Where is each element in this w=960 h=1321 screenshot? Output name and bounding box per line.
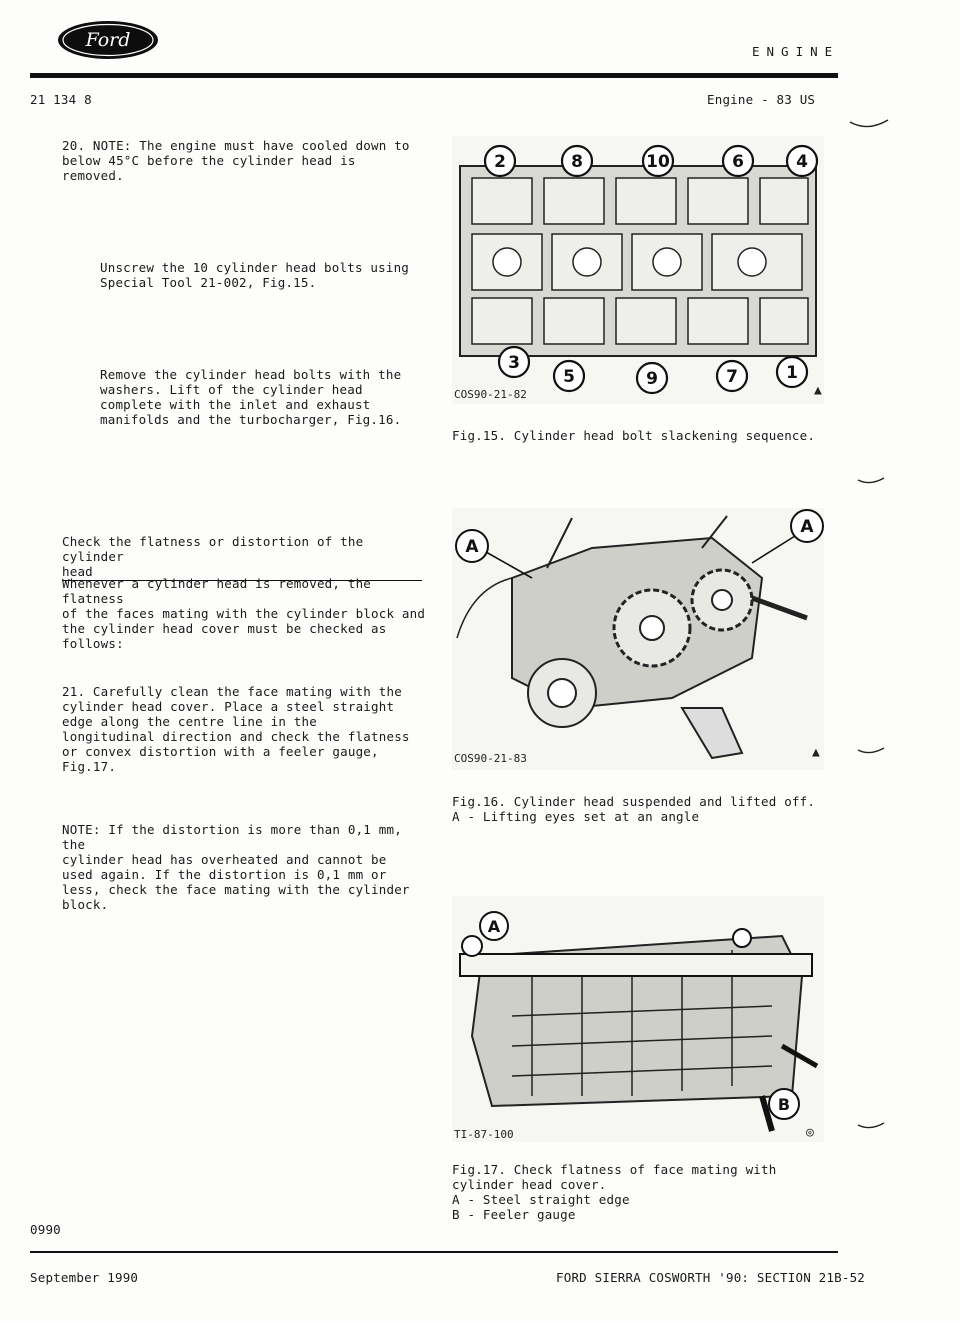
bolt-label: 9: [646, 369, 658, 389]
arrow-icon: ▲: [814, 383, 822, 398]
figure-ref: TI-87-100: [454, 1128, 514, 1141]
header-rule: [30, 73, 838, 78]
figure-15-caption: Fig.15. Cylinder head bolt slackening se…: [452, 428, 816, 443]
figure-15-image: 2 8 10 6 4 3 5 9 7 1 COS90-21-82 ▲: [452, 136, 824, 404]
figure-ref: COS90-21-82: [454, 388, 527, 401]
bolt-label: 6: [732, 152, 744, 172]
section-title: ENGINE: [752, 44, 840, 59]
bolt-label: 1: [786, 363, 798, 383]
step-21-text: 21. Carefully clean the face mating with…: [62, 684, 410, 774]
callout-label: A: [465, 537, 479, 557]
bolt-label: 3: [508, 353, 520, 373]
arrow-icon: ▲: [812, 745, 820, 760]
callout-label: B: [778, 1095, 790, 1114]
whenever-text: Whenever a cylinder head is removed, the…: [62, 576, 426, 651]
doc-number: 21 134 8: [30, 92, 92, 107]
unscrew-text: Unscrew the 10 cylinder head bolts using…: [100, 260, 410, 290]
margin-marks: [849, 119, 889, 1129]
figure-16-caption: Fig.16. Cylinder head suspended and lift…: [452, 794, 816, 824]
figure-17-caption: Fig.17. Check flatness of face mating wi…: [452, 1162, 777, 1222]
distortion-note: NOTE: If the distortion is more than 0,1…: [62, 822, 410, 912]
callout-label: A: [800, 517, 814, 537]
page-code: 0990: [30, 1222, 61, 1237]
check-heading: Check the flatness or distortion of the …: [62, 534, 422, 581]
bolt-label: 8: [571, 152, 583, 172]
footer-rule: [30, 1251, 838, 1253]
arrow-icon: ◎: [806, 1125, 814, 1140]
bolt-label: 2: [494, 152, 506, 172]
logo-text: Ford: [85, 29, 131, 51]
figure-ref: COS90-21-83: [454, 752, 527, 765]
bolt-label: 5: [563, 367, 575, 387]
ford-logo: Ford: [57, 20, 159, 60]
bolt-label: 7: [726, 367, 738, 387]
page-subtitle: Engine - 83 US: [707, 92, 816, 107]
footer-date: September 1990: [30, 1270, 139, 1285]
bolt-label: 10: [646, 152, 670, 172]
bolt-label: 4: [796, 152, 808, 172]
figure-16-image: A A COS90-21-83 ▲: [452, 508, 824, 770]
figure-17-image: A B TI-87-100 ◎: [452, 896, 824, 1142]
remove-text: Remove the cylinder head bolts with the …: [100, 367, 402, 427]
step-20-note: 20. NOTE: The engine must have cooled do…: [62, 138, 410, 183]
callout-label: A: [488, 917, 501, 936]
footer-manual: FORD SIERRA COSWORTH '90: SECTION 21B-52: [556, 1270, 866, 1285]
